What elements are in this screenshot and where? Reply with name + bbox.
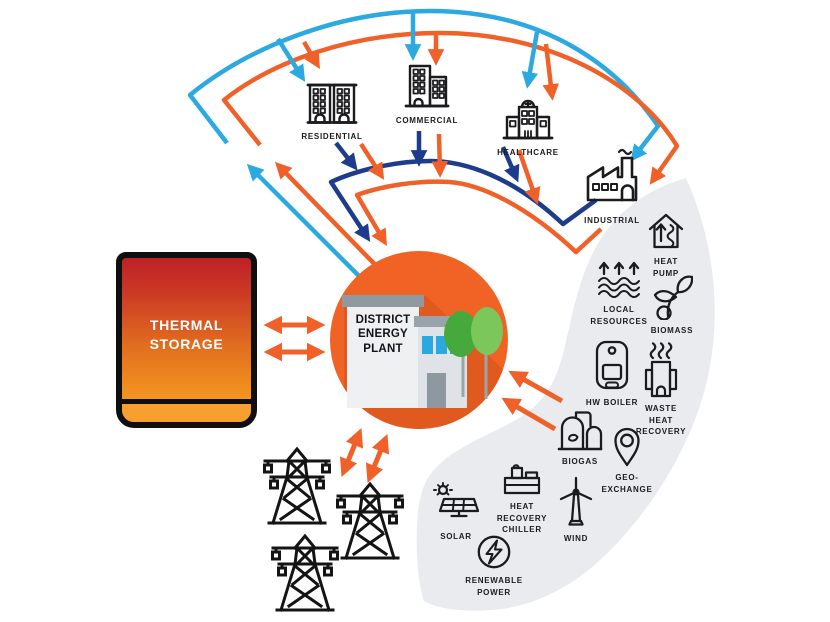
heat-recovery-chiller-icon [503, 464, 541, 495]
consumer-label: RESIDENTIAL [301, 132, 363, 141]
source-solar: SOLAR [431, 482, 481, 543]
source-biogas: BIOGAS [550, 407, 610, 468]
consumer-label: COMMERCIAL [395, 116, 459, 125]
biomass-icon [653, 275, 693, 320]
storage-bottom-band [122, 399, 251, 422]
thermal-storage-tank: THERMAL STORAGE [116, 252, 257, 428]
plant-label: DISTRICT ENERGY PLANT [355, 314, 411, 355]
return-branch-navy-residential [334, 141, 358, 171]
return-branch-hot-residential [359, 142, 385, 180]
supply-branch-hot-healthcare [542, 43, 560, 101]
consumer-industrial: INDUSTRIAL [572, 146, 652, 227]
supply-branch-cool-healthcare [521, 31, 540, 89]
industrial-icon [586, 148, 638, 202]
hw-boiler-icon [595, 340, 629, 390]
supply-branch-hot-residential [302, 40, 320, 70]
wind-turbine-icon [559, 476, 593, 526]
source-label: RENEWABLE POWER [465, 576, 523, 597]
geo-exchange-icon [614, 427, 640, 467]
plant-trees-icon [444, 307, 503, 399]
source-renewable-power: RENEWABLE POWER [454, 534, 534, 598]
sources-to-plant-arrow-1 [508, 370, 564, 404]
source-heat-pump: HEAT PUMP [645, 211, 687, 279]
source-local-resources: LOCAL RESOURCES [582, 261, 656, 327]
source-label: BIOGAS [562, 457, 598, 466]
source-label: BIOMASS [650, 326, 694, 335]
return-arc-hot [354, 179, 603, 255]
consumer-commercial: COMMERCIAL [387, 64, 467, 127]
plant-building-icon [342, 295, 471, 408]
grid-exchange-arrow-2 [365, 433, 390, 484]
transmission-tower-icon [336, 481, 404, 560]
source-label: LOCAL RESOURCES [590, 305, 648, 326]
sources-band [416, 178, 715, 611]
plant-feed-cool [246, 163, 374, 291]
supply-arc-cool [187, 8, 661, 162]
local-resources-icon [598, 261, 640, 298]
consumer-healthcare: HEALTHCARE [488, 98, 568, 159]
return-arc-navy [328, 158, 598, 242]
source-label: WASTE HEAT RECOVERY [635, 404, 687, 437]
healthcare-icon [502, 99, 554, 140]
plant-feed-hot [274, 161, 392, 282]
sources-to-plant-arrow-2 [501, 397, 557, 432]
source-label: HEAT PUMP [653, 257, 679, 278]
grid-exchange-arrow-1 [339, 427, 364, 478]
source-label: GEO-EXCHANGE [601, 473, 653, 494]
biogas-icon [557, 411, 603, 451]
source-heat-recovery-chiller: HEAT RECOVERY CHILLER [492, 464, 552, 536]
thermal-storage-label: THERMAL STORAGE [149, 317, 224, 352]
source-waste-heat-recovery: WASTE HEAT RECOVERY [632, 342, 690, 438]
source-wind: WIND [551, 476, 601, 545]
source-label: SOLAR [440, 532, 472, 541]
supply-arc-hot [221, 30, 680, 185]
transmission-tower-icon [263, 446, 331, 525]
consumer-residential: RESIDENTIAL [292, 76, 372, 143]
commercial-icon [404, 64, 450, 108]
source-hw-boiler: HW BOILER [572, 340, 652, 409]
source-label: HEAT RECOVERY CHILLER [496, 502, 548, 535]
return-branch-hot-healthcare [516, 149, 541, 205]
residential-icon [306, 83, 358, 124]
waste-heat-recovery-icon [644, 342, 678, 398]
source-label: WIND [563, 534, 589, 543]
source-biomass: BIOMASS [642, 272, 702, 337]
solar-panel-icon [433, 482, 479, 518]
source-label: HW BOILER [585, 398, 639, 407]
return-branch-hot-commercial [431, 133, 449, 178]
consumer-label: INDUSTRIAL [584, 216, 640, 225]
supply-branch-cool-residential [276, 37, 306, 82]
source-geo-exchange: GEO-EXCHANGE [597, 425, 657, 495]
return-branch-navy-healthcare [500, 146, 520, 183]
district-energy-plant [330, 251, 508, 429]
renewable-power-icon [477, 535, 511, 569]
transmission-tower-icon [271, 533, 339, 612]
heat-pump-icon [648, 213, 684, 249]
consumer-label: HEALTHCARE [497, 148, 559, 157]
